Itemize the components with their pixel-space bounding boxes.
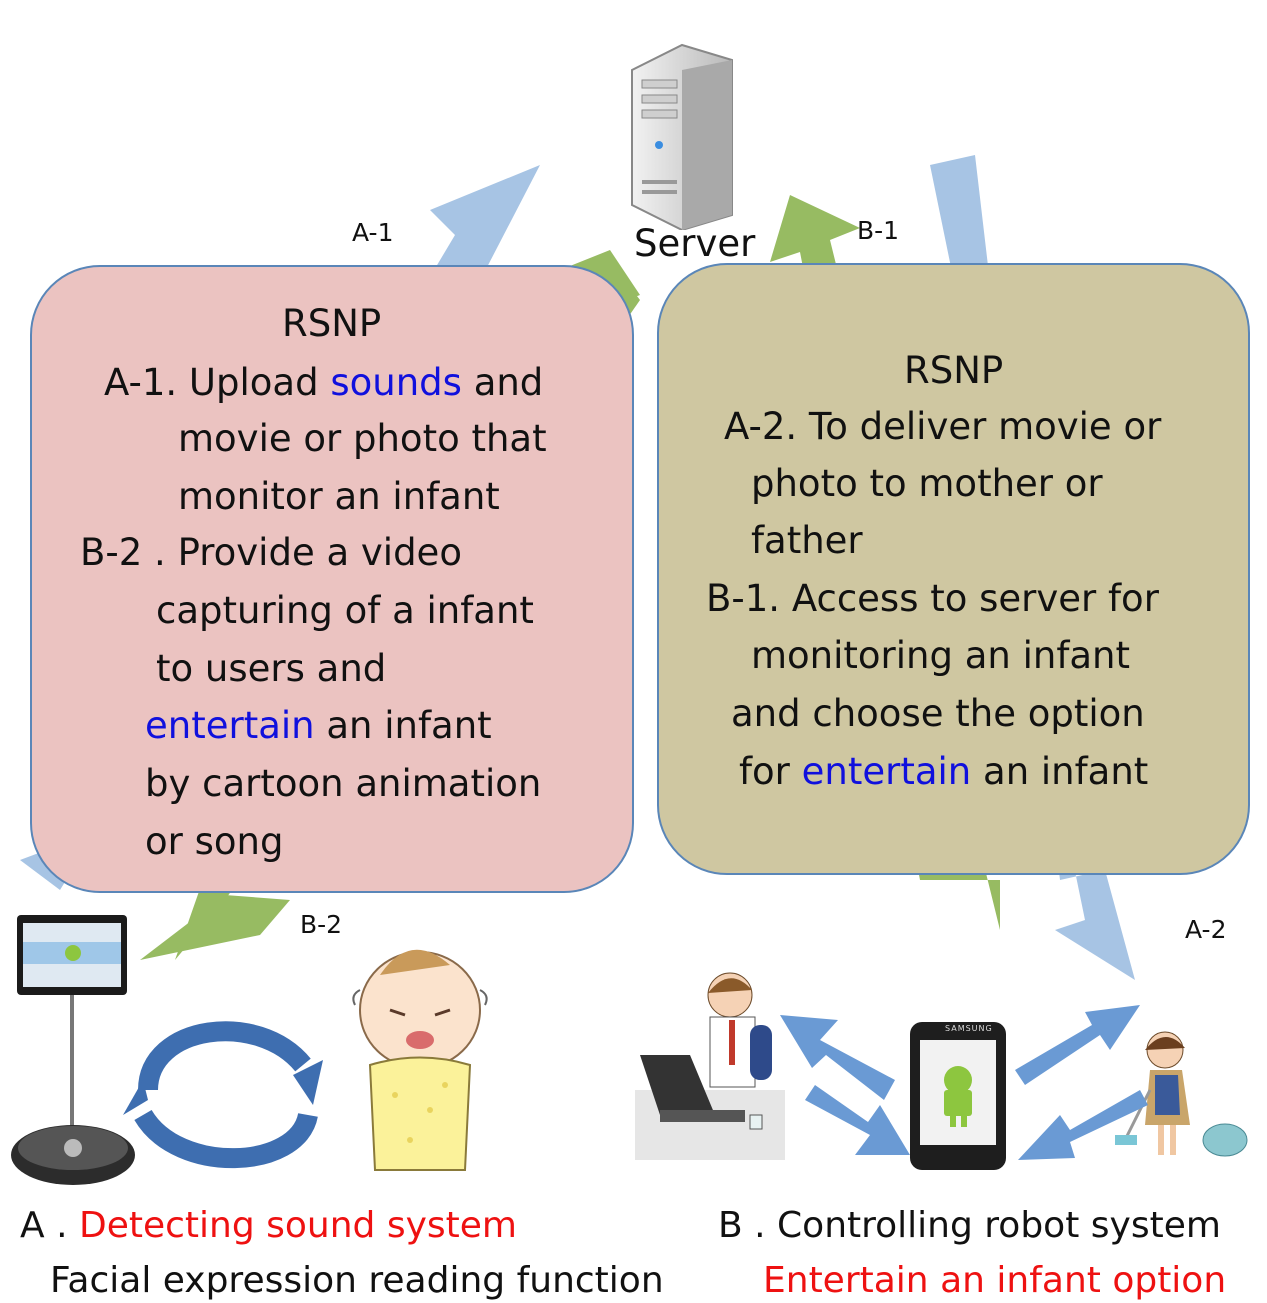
left-box-title: RSNP: [282, 302, 382, 345]
right-b1-line3: and choose the option: [731, 692, 1145, 735]
left-a1-code: A-1.: [104, 361, 178, 404]
right-b1-code: B-1.: [706, 577, 781, 620]
father-laptop-icon: [635, 972, 785, 1160]
left-b2-line4-post: an infant: [326, 704, 492, 747]
left-a1-post: and: [473, 361, 544, 404]
left-b2-line4: entertain an infant: [145, 707, 492, 744]
caption-a-title-text: Detecting sound system: [78, 1205, 517, 1246]
left-a1-pre: Upload: [188, 361, 319, 404]
right-a2-line2: photo to mother or: [751, 462, 1103, 505]
left-b2-line6: or song: [145, 820, 284, 863]
right-b1-line1: B-1. Access to server for: [706, 580, 1159, 617]
arrow-a1: [20, 165, 540, 890]
arrow-mother-to-phone: [1018, 1090, 1148, 1160]
mother-vacuum-icon: [1115, 1031, 1248, 1157]
left-b2-line2: capturing of a infant: [156, 589, 534, 632]
right-b1-line4: for entertain an infant: [739, 753, 1148, 790]
label-b2: B-2: [300, 910, 343, 939]
left-a1-line3: monitor an infant: [178, 475, 500, 518]
smartphone-icon: [910, 1022, 1006, 1170]
left-a1-highlight: sounds: [330, 361, 462, 404]
phone-brand: SAMSUNG: [945, 1024, 993, 1033]
caption-a-subtitle: Facial expression reading function: [50, 1260, 664, 1301]
cycle-arrows-icon: [123, 1021, 323, 1169]
right-b1-line2: monitoring an infant: [751, 634, 1131, 677]
right-a2-line1: A-2. To deliver movie or: [724, 408, 1161, 445]
caption-b-title-text: Controlling robot system: [777, 1205, 1221, 1246]
caption-a-code: A .: [20, 1205, 68, 1246]
robot-tablet-icon: [11, 915, 135, 1185]
arrow-phone-to-father: [780, 1015, 895, 1100]
left-b2-line3: to users and: [156, 647, 387, 690]
caption-b-subtitle: Entertain an infant option: [763, 1260, 1227, 1301]
right-b1-post: an infant: [983, 750, 1149, 793]
label-a2: A-2: [1185, 915, 1227, 944]
caption-a-title: A . Detecting sound system: [20, 1205, 517, 1246]
left-b2-code: B-2 .: [80, 531, 166, 574]
server-icon: [631, 43, 733, 230]
right-a2-line3: father: [751, 519, 863, 562]
right-b1-text1: Access to server for: [791, 577, 1159, 620]
caption-b-code: B .: [718, 1205, 766, 1246]
right-box-title: RSNP: [904, 349, 1004, 392]
crying-baby-icon: [352, 949, 488, 1171]
rsnp-box-robot: [30, 265, 634, 893]
right-a2-code: A-2.: [724, 405, 798, 448]
left-b2-text1: Provide a video: [177, 531, 462, 574]
left-b2-line5: by cartoon animation: [145, 762, 542, 805]
server-label: Server: [634, 222, 756, 265]
right-b1-pre: for: [739, 750, 790, 793]
left-a1-line1: A-1. Upload sounds and: [104, 364, 543, 401]
label-a1: A-1: [352, 218, 394, 247]
left-b2-line1: B-2 . Provide a video: [80, 534, 462, 571]
arrow-father-to-phone: [805, 1085, 910, 1155]
arrow-b2-head: [140, 895, 290, 960]
rsnp-box-smartphone: [657, 263, 1250, 875]
left-b2-highlight: entertain: [145, 704, 315, 747]
label-b1: B-1: [857, 216, 900, 245]
left-a1-line2: movie or photo that: [178, 417, 547, 460]
right-b1-highlight: entertain: [801, 750, 972, 793]
caption-b-title: B . Controlling robot system: [718, 1205, 1221, 1246]
arrow-phone-to-mother: [1015, 1005, 1140, 1085]
right-a2-text1: To deliver movie or: [808, 405, 1162, 448]
